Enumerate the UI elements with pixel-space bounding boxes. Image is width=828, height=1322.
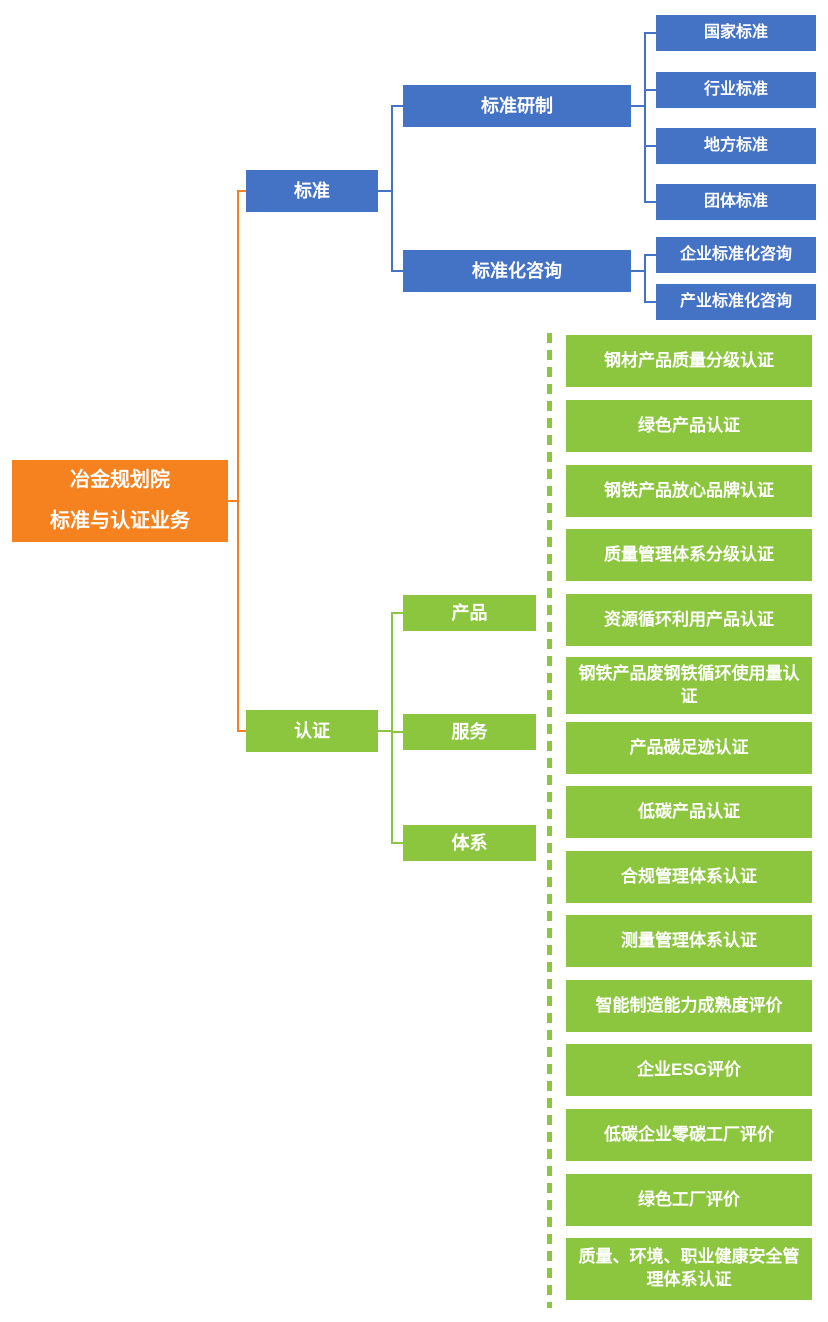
connector-dev-out	[631, 105, 644, 107]
connector-standards-out	[378, 190, 391, 192]
node-industrial-standardization-consulting: 产业标准化咨询	[656, 284, 816, 320]
cert-item: 企业ESG评价	[566, 1044, 812, 1096]
cert-item: 测量管理体系认证	[566, 915, 812, 967]
node-certification: 认证	[246, 710, 378, 752]
connector-root-to-standards	[239, 190, 246, 192]
cert-item: 绿色产品认证	[566, 400, 812, 452]
connector-consulting-spine	[644, 254, 646, 303]
cert-item: 合规管理体系认证	[566, 851, 812, 903]
cert-item: 低碳产品认证	[566, 786, 812, 838]
connector-root-spine	[237, 190, 239, 732]
node-industry-standard: 行业标准	[656, 72, 816, 108]
node-standards-development: 标准研制	[403, 85, 631, 127]
cert-item: 资源循环利用产品认证	[566, 594, 812, 646]
connector-to-industrial-consulting	[646, 301, 656, 303]
connector-certification-spine	[391, 612, 393, 844]
cert-item: 钢铁产品放心品牌认证	[566, 465, 812, 517]
connector-to-national-standard	[646, 32, 656, 34]
cert-item: 产品碳足迹认证	[566, 722, 812, 774]
connector-to-enterprise-consulting	[646, 254, 656, 256]
connector-to-industry-standard	[646, 89, 656, 91]
node-category-product: 产品	[403, 595, 536, 631]
connector-to-system	[393, 842, 403, 844]
connector-to-group-standard	[646, 201, 656, 203]
root-title-line2: 标准与认证业务	[50, 510, 190, 532]
connector-consulting-out	[631, 270, 644, 272]
connector-root-out	[228, 500, 237, 502]
node-local-standard: 地方标准	[656, 128, 816, 164]
cert-item: 质量、环境、职业健康安全管理体系认证	[566, 1238, 812, 1300]
node-standardization-consulting: 标准化咨询	[403, 250, 631, 292]
connector-certification-out	[378, 730, 391, 732]
cert-item: 质量管理体系分级认证	[566, 529, 812, 581]
connector-standards-spine	[391, 105, 393, 272]
cert-item: 低碳企业零碳工厂评价	[566, 1109, 812, 1161]
connector-to-service	[393, 731, 403, 733]
connector-to-product	[393, 612, 403, 614]
node-national-standard: 国家标准	[656, 15, 816, 51]
cert-item: 绿色工厂评价	[566, 1174, 812, 1226]
cert-item: 智能制造能力成熟度评价	[566, 980, 812, 1032]
connector-dev-spine	[644, 32, 646, 203]
cert-item: 钢铁产品废钢铁循环使用量认证	[566, 657, 812, 714]
connector-to-standardization-consulting	[393, 270, 403, 272]
dashed-divider	[547, 333, 552, 1308]
node-root: 冶金规划院 标准与认证业务	[12, 460, 228, 542]
node-category-system: 体系	[403, 825, 536, 861]
node-standards: 标准	[246, 170, 378, 212]
connector-to-local-standard	[646, 145, 656, 147]
connector-root-to-certification	[239, 730, 246, 732]
cert-item: 钢材产品质量分级认证	[566, 335, 812, 387]
root-title-line1: 冶金规划院	[70, 469, 170, 491]
connector-to-standards-development	[393, 105, 403, 107]
node-group-standard: 团体标准	[656, 184, 816, 220]
node-category-service: 服务	[403, 714, 536, 750]
node-enterprise-standardization-consulting: 企业标准化咨询	[656, 237, 816, 273]
